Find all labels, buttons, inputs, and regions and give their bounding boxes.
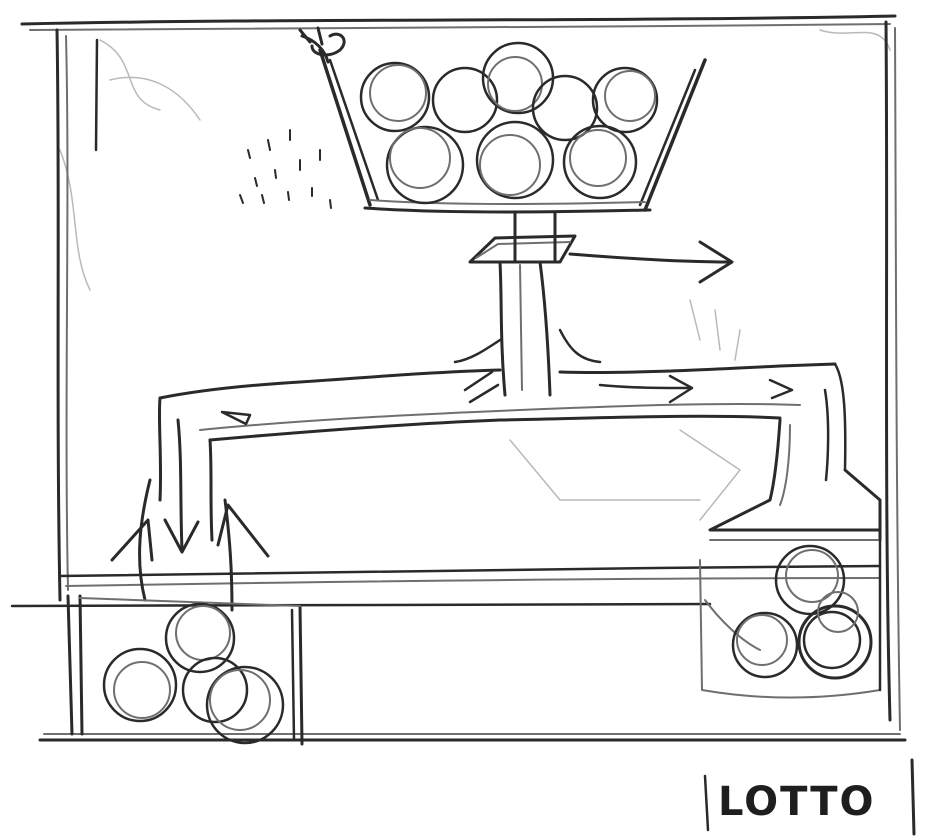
- ball: [570, 130, 626, 186]
- caption: LOTTO: [705, 760, 914, 834]
- ball: [480, 135, 540, 195]
- ball: [804, 612, 860, 668]
- ball: [370, 65, 426, 121]
- spray-marks: [240, 130, 331, 208]
- ball: [533, 76, 597, 140]
- ball: [390, 128, 450, 188]
- output-arrow: [570, 242, 732, 282]
- ball: [114, 662, 170, 718]
- valve: [470, 212, 575, 262]
- ball: [176, 606, 230, 660]
- left-collector: [68, 596, 302, 744]
- ball-bowl: [300, 28, 705, 212]
- caption-label: LOTTO: [718, 779, 876, 825]
- right-funnel: [710, 420, 880, 540]
- left-collector-balls: [104, 604, 283, 743]
- background-scribbles: [60, 30, 890, 520]
- frame: [12, 16, 905, 741]
- ball: [210, 670, 270, 730]
- bowl-balls: [361, 43, 657, 203]
- ball: [605, 71, 655, 121]
- left-chute: [112, 398, 268, 610]
- ball: [483, 43, 553, 113]
- shaft: [455, 262, 600, 395]
- ball: [433, 68, 497, 132]
